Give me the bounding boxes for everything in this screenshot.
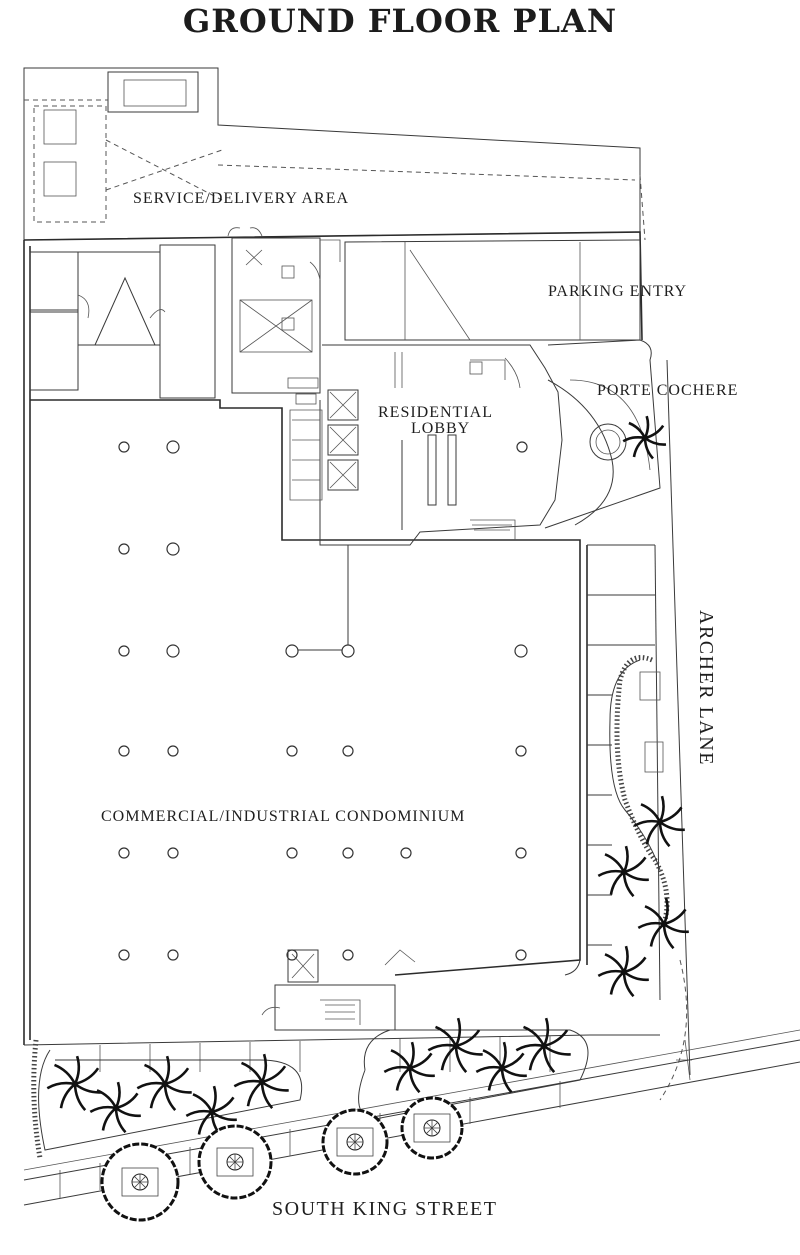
south-king-street-label: SOUTH KING STREET <box>272 1198 498 1220</box>
residential-lobby-label-line1: RESIDENTIAL <box>378 404 493 421</box>
palm-plantings <box>46 415 689 1138</box>
archer-lane-planters <box>587 359 692 1101</box>
commercial-condominium-label: COMMERCIAL/INDUSTRIAL CONDOMINIUM <box>101 808 465 825</box>
palm-icon <box>185 1085 237 1138</box>
palm-icon <box>46 1055 102 1111</box>
palm-icon <box>633 795 685 848</box>
parking-entry-area: PARKING ENTRY <box>344 239 687 341</box>
parking-entry-label: PARKING ENTRY <box>548 283 687 300</box>
street-tree-icon <box>321 1108 389 1176</box>
palm-icon <box>515 1017 571 1073</box>
palm-icon <box>233 1053 289 1109</box>
palm-icon <box>597 845 649 898</box>
archer-lane-label: ARCHER LANE <box>695 610 717 766</box>
street-trees <box>100 1096 464 1222</box>
building-outline <box>23 231 643 1045</box>
palm-icon <box>89 1081 141 1134</box>
palm-icon <box>597 945 649 998</box>
porte-cochere: PORTE COCHERE <box>544 339 738 529</box>
palm-icon <box>637 897 689 950</box>
plan-title: GROUND FLOOR PLAN <box>182 2 618 40</box>
porte-cochere-label: PORTE COCHERE <box>597 382 738 399</box>
bottom-stair-core <box>261 949 416 1031</box>
structural-columns <box>118 440 528 961</box>
back-of-house-rooms <box>29 227 341 405</box>
service-delivery-area-label: SERVICE/DELIVERY AREA <box>133 190 349 207</box>
residential-lobby-label-line2: LOBBY <box>411 420 470 437</box>
palm-icon <box>136 1055 192 1111</box>
street-tree-icon <box>400 1096 464 1160</box>
palm-icon <box>427 1017 483 1073</box>
service-delivery-area: SERVICE/DELIVERY AREA <box>23 67 646 241</box>
palm-icon <box>383 1041 435 1094</box>
residential-lobby: RESIDENTIAL LOBBY <box>289 344 563 546</box>
palm-icon <box>475 1041 527 1094</box>
street-tree-icon <box>100 1142 180 1222</box>
street-tree-icon <box>197 1124 273 1200</box>
palm-icon <box>622 415 667 460</box>
commercial-condominium-area: COMMERCIAL/INDUSTRIAL CONDOMINIUM <box>101 440 528 961</box>
